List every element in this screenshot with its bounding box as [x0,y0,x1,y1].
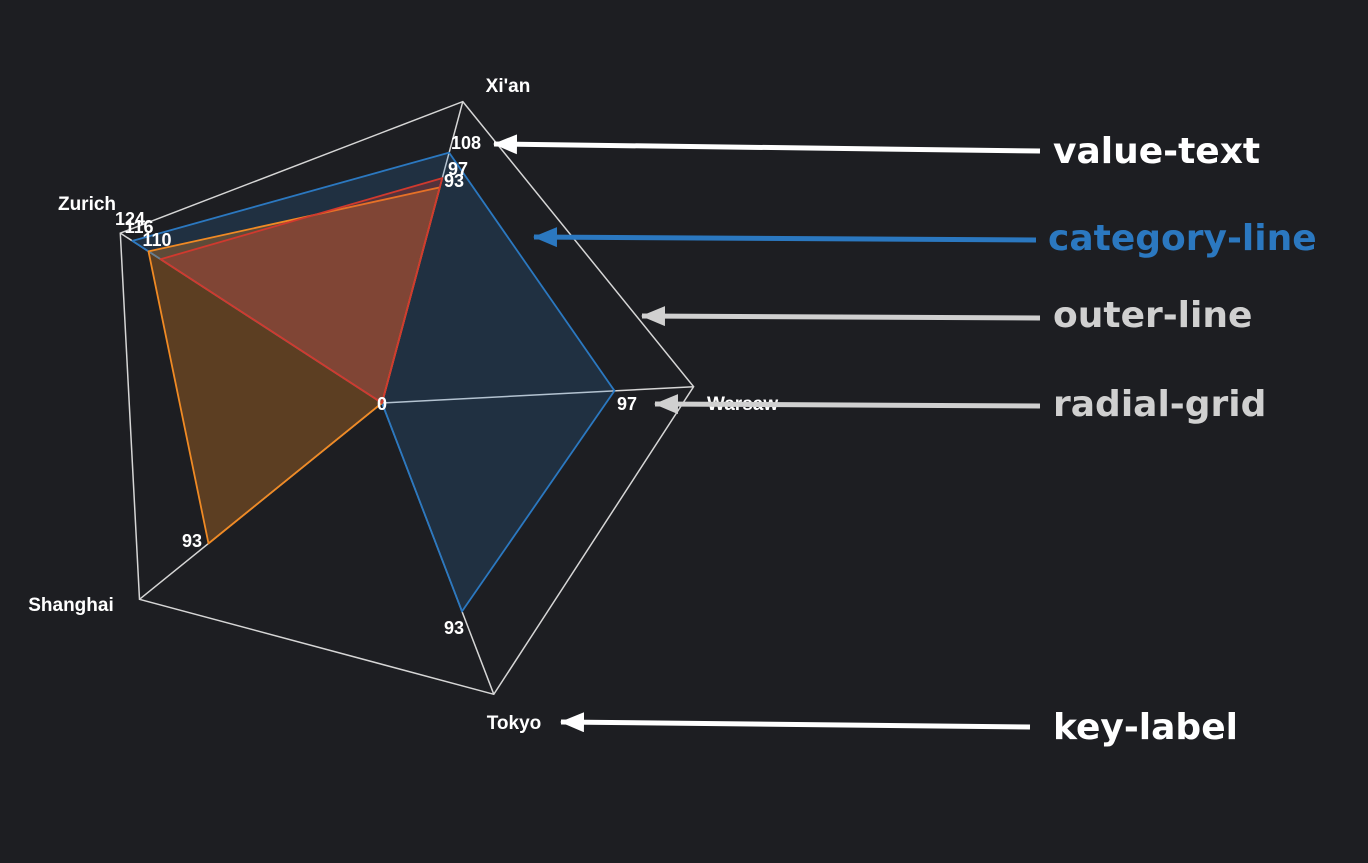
outer-line-arrow [641,306,1041,327]
outer-line-annotation-label: outer-line [1053,295,1252,336]
value-text-4: 124 [115,209,145,229]
annotations: value-text category-line outer-line radial-… [493,131,1317,748]
key-label-arrow [560,712,1031,733]
radial-grid-line-warsaw [381,385,694,404]
key-label-shanghai: Shanghai [28,595,114,616]
value-text-2: 97 [448,159,468,179]
category-line-arrow [533,227,1037,248]
value-text-3: 93 [444,171,464,191]
key-label-zurich: Zurich [58,194,116,215]
outer-line [119,100,695,696]
category-line-annotation-label: category-line [1048,218,1317,259]
value-text-10: 93 [444,618,464,638]
value-text-5: 116 [124,217,153,237]
key-label-annotation-label: key-label [1053,707,1238,748]
category-line-2 [159,177,444,404]
value-text-1: 108 [451,133,481,153]
radial-grid-arrow [654,394,1041,415]
category-series [131,151,616,613]
key-label-tokyo: Tokyo [487,713,542,734]
value-text-arrow [493,134,1041,155]
value-text-6: 110 [142,230,171,250]
value-text-annotation-label: value-text [1053,131,1260,172]
value-text-9: 93 [182,531,202,551]
radial-grid-annotation-label: radial-grid [1053,384,1266,425]
value-text-8: 97 [617,394,637,414]
key-label-xi-an: Xi'an [486,76,531,97]
value-text-7: 0 [377,394,387,414]
category-line-1 [131,151,616,613]
